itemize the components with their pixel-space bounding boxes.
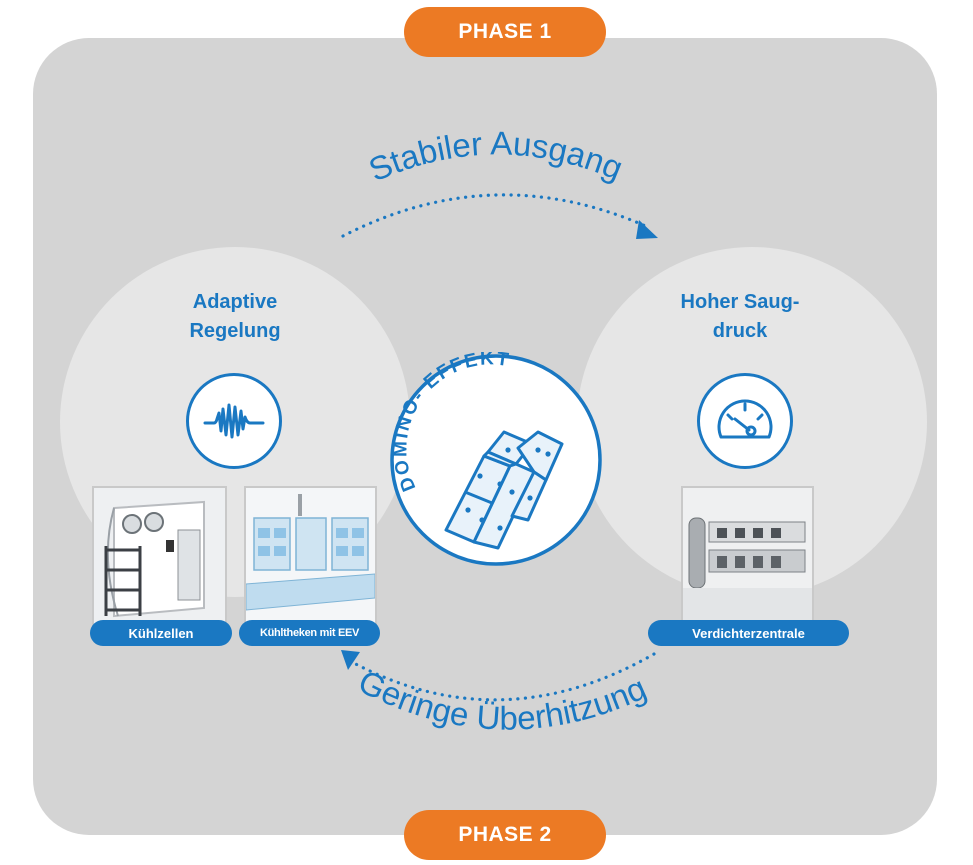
right-node-title-line-1: Hoher Saug- [680,291,800,313]
left-node-title-line-1: Adaptive [192,291,278,313]
top-flow-dots [341,193,652,238]
bottom-flow-dots [348,652,656,702]
phase-2-badge: PHASE 2 [404,810,606,860]
top-flow-arrowhead [636,220,658,239]
display-cases-illustration [246,488,375,624]
compressor-rack-illustration [683,488,812,624]
pressure-gauge-icon [717,399,773,439]
left-node-title: Adaptive Regelung [150,288,320,346]
verdichterzentrale-label: Verdichterzentrale [648,620,849,646]
right-node-title-line-2: druck [712,320,768,342]
bottom-flow-arrowhead [341,650,360,670]
top-flow-label: Stabiler Ausgang [363,124,628,188]
kuehltheken-image [244,486,377,626]
left-node-title-line-2: Regelung [189,320,281,342]
kuehltheken-label: Kühltheken mit EEV [239,620,380,646]
verdichterzentrale-image [681,486,814,626]
domino-effect-badge: DOMINO- EFFEKT [390,352,602,566]
waveform-icon [203,403,265,439]
phase-1-badge: PHASE 1 [404,7,606,57]
right-node-icon-ring [697,373,793,469]
left-node-icon-ring [186,373,282,469]
cold-room-illustration [94,488,225,624]
kuehlzellen-image [92,486,227,626]
kuehlzellen-label: Kühlzellen [90,620,232,646]
domino-pips [465,447,551,531]
right-node-title: Hoher Saug- druck [655,288,825,346]
